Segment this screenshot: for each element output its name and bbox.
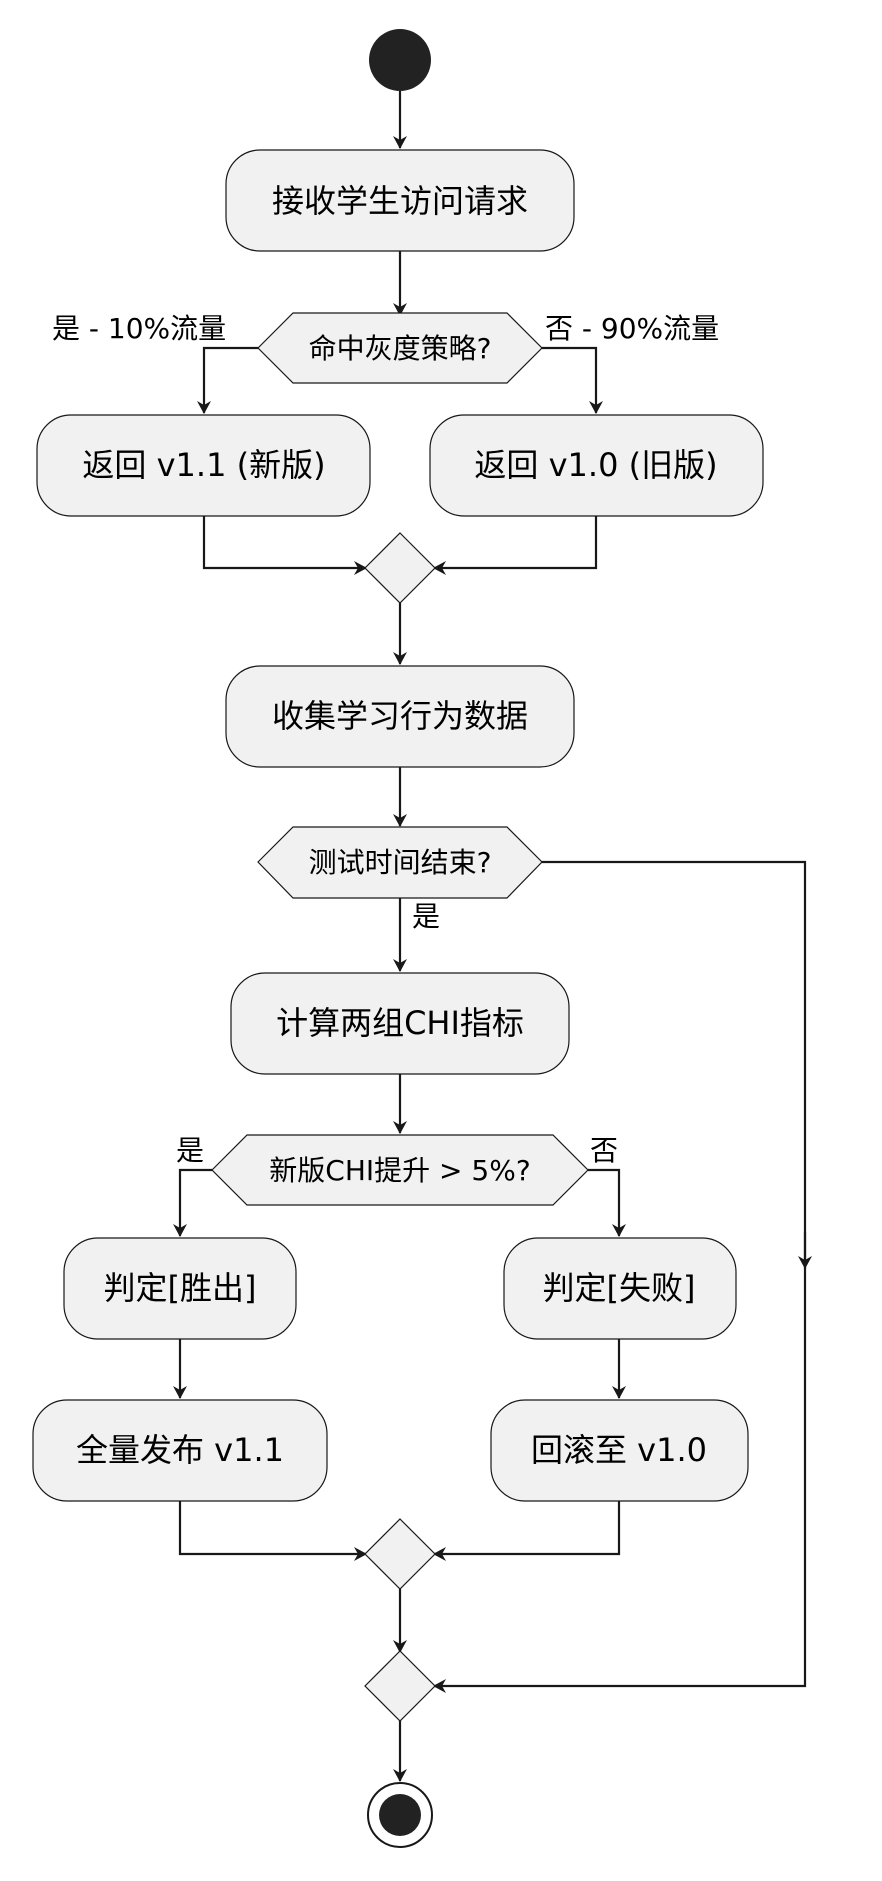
activity-label: 回滚至 v1.0 xyxy=(531,1431,707,1469)
decision-chi-improved: 新版CHI提升 > 5%? xyxy=(211,1134,589,1206)
activity-label: 收集学习行为数据 xyxy=(272,697,528,735)
decision-label: 命中灰度策略? xyxy=(309,332,492,365)
activity-compute-chi: 计算两组CHI指标 xyxy=(230,972,570,1075)
activity-judge-fail: 判定[失败] xyxy=(503,1237,737,1340)
activity-label: 判定[胜出] xyxy=(104,1269,257,1307)
activity-label: 返回 v1.1 (新版) xyxy=(82,446,325,484)
activity-rollback: 回滚至 v1.0 xyxy=(490,1399,749,1502)
activity-label: 接收学生访问请求 xyxy=(272,182,528,220)
activity-return-new: 返回 v1.1 (新版) xyxy=(36,414,371,517)
activity-return-old: 返回 v1.0 (旧版) xyxy=(429,414,764,517)
activity-collect-data: 收集学习行为数据 xyxy=(225,665,575,768)
edge-release-merge xyxy=(178,1500,367,1561)
edge-new-merge xyxy=(202,516,367,575)
merge-node-3 xyxy=(364,1650,436,1722)
activity-label: 判定[失败] xyxy=(543,1269,696,1307)
edge-old-merge xyxy=(433,516,598,575)
branch-label-chi-yes: 是 xyxy=(176,1134,204,1167)
merge-node-1 xyxy=(364,532,436,604)
edge-gray-yes xyxy=(197,346,258,414)
edges xyxy=(173,91,812,1782)
activity-full-release: 全量发布 v1.1 xyxy=(32,1399,328,1502)
activity-label: 计算两组CHI指标 xyxy=(276,1004,524,1042)
start-node xyxy=(369,29,431,91)
edge-test-no xyxy=(433,860,807,1693)
decision-label: 新版CHI提升 > 5%? xyxy=(269,1154,530,1187)
activity-label: 返回 v1.0 (旧版) xyxy=(474,446,717,484)
edge-gray-no xyxy=(542,346,603,414)
merge-node-2 xyxy=(364,1518,436,1590)
branch-label-gray-yes: 是 - 10%流量 xyxy=(52,312,226,345)
branch-label-test-yes: 是 xyxy=(412,900,440,933)
edge-chi-yes xyxy=(173,1168,212,1237)
end-node xyxy=(367,1782,433,1848)
activity-judge-win: 判定[胜出] xyxy=(63,1237,297,1340)
branch-label-chi-no: 否 xyxy=(590,1134,618,1167)
activity-receive-request: 接收学生访问请求 xyxy=(225,149,575,252)
edge-chi-no xyxy=(588,1168,626,1237)
decision-gray-policy: 命中灰度策略? xyxy=(257,312,543,384)
edge-rollback-merge xyxy=(433,1500,621,1561)
decision-test-ended: 测试时间结束? xyxy=(257,826,543,899)
decision-label: 测试时间结束? xyxy=(309,846,492,879)
branch-label-gray-no: 否 - 90%流量 xyxy=(545,312,719,345)
activity-label: 全量发布 v1.1 xyxy=(76,1431,284,1469)
